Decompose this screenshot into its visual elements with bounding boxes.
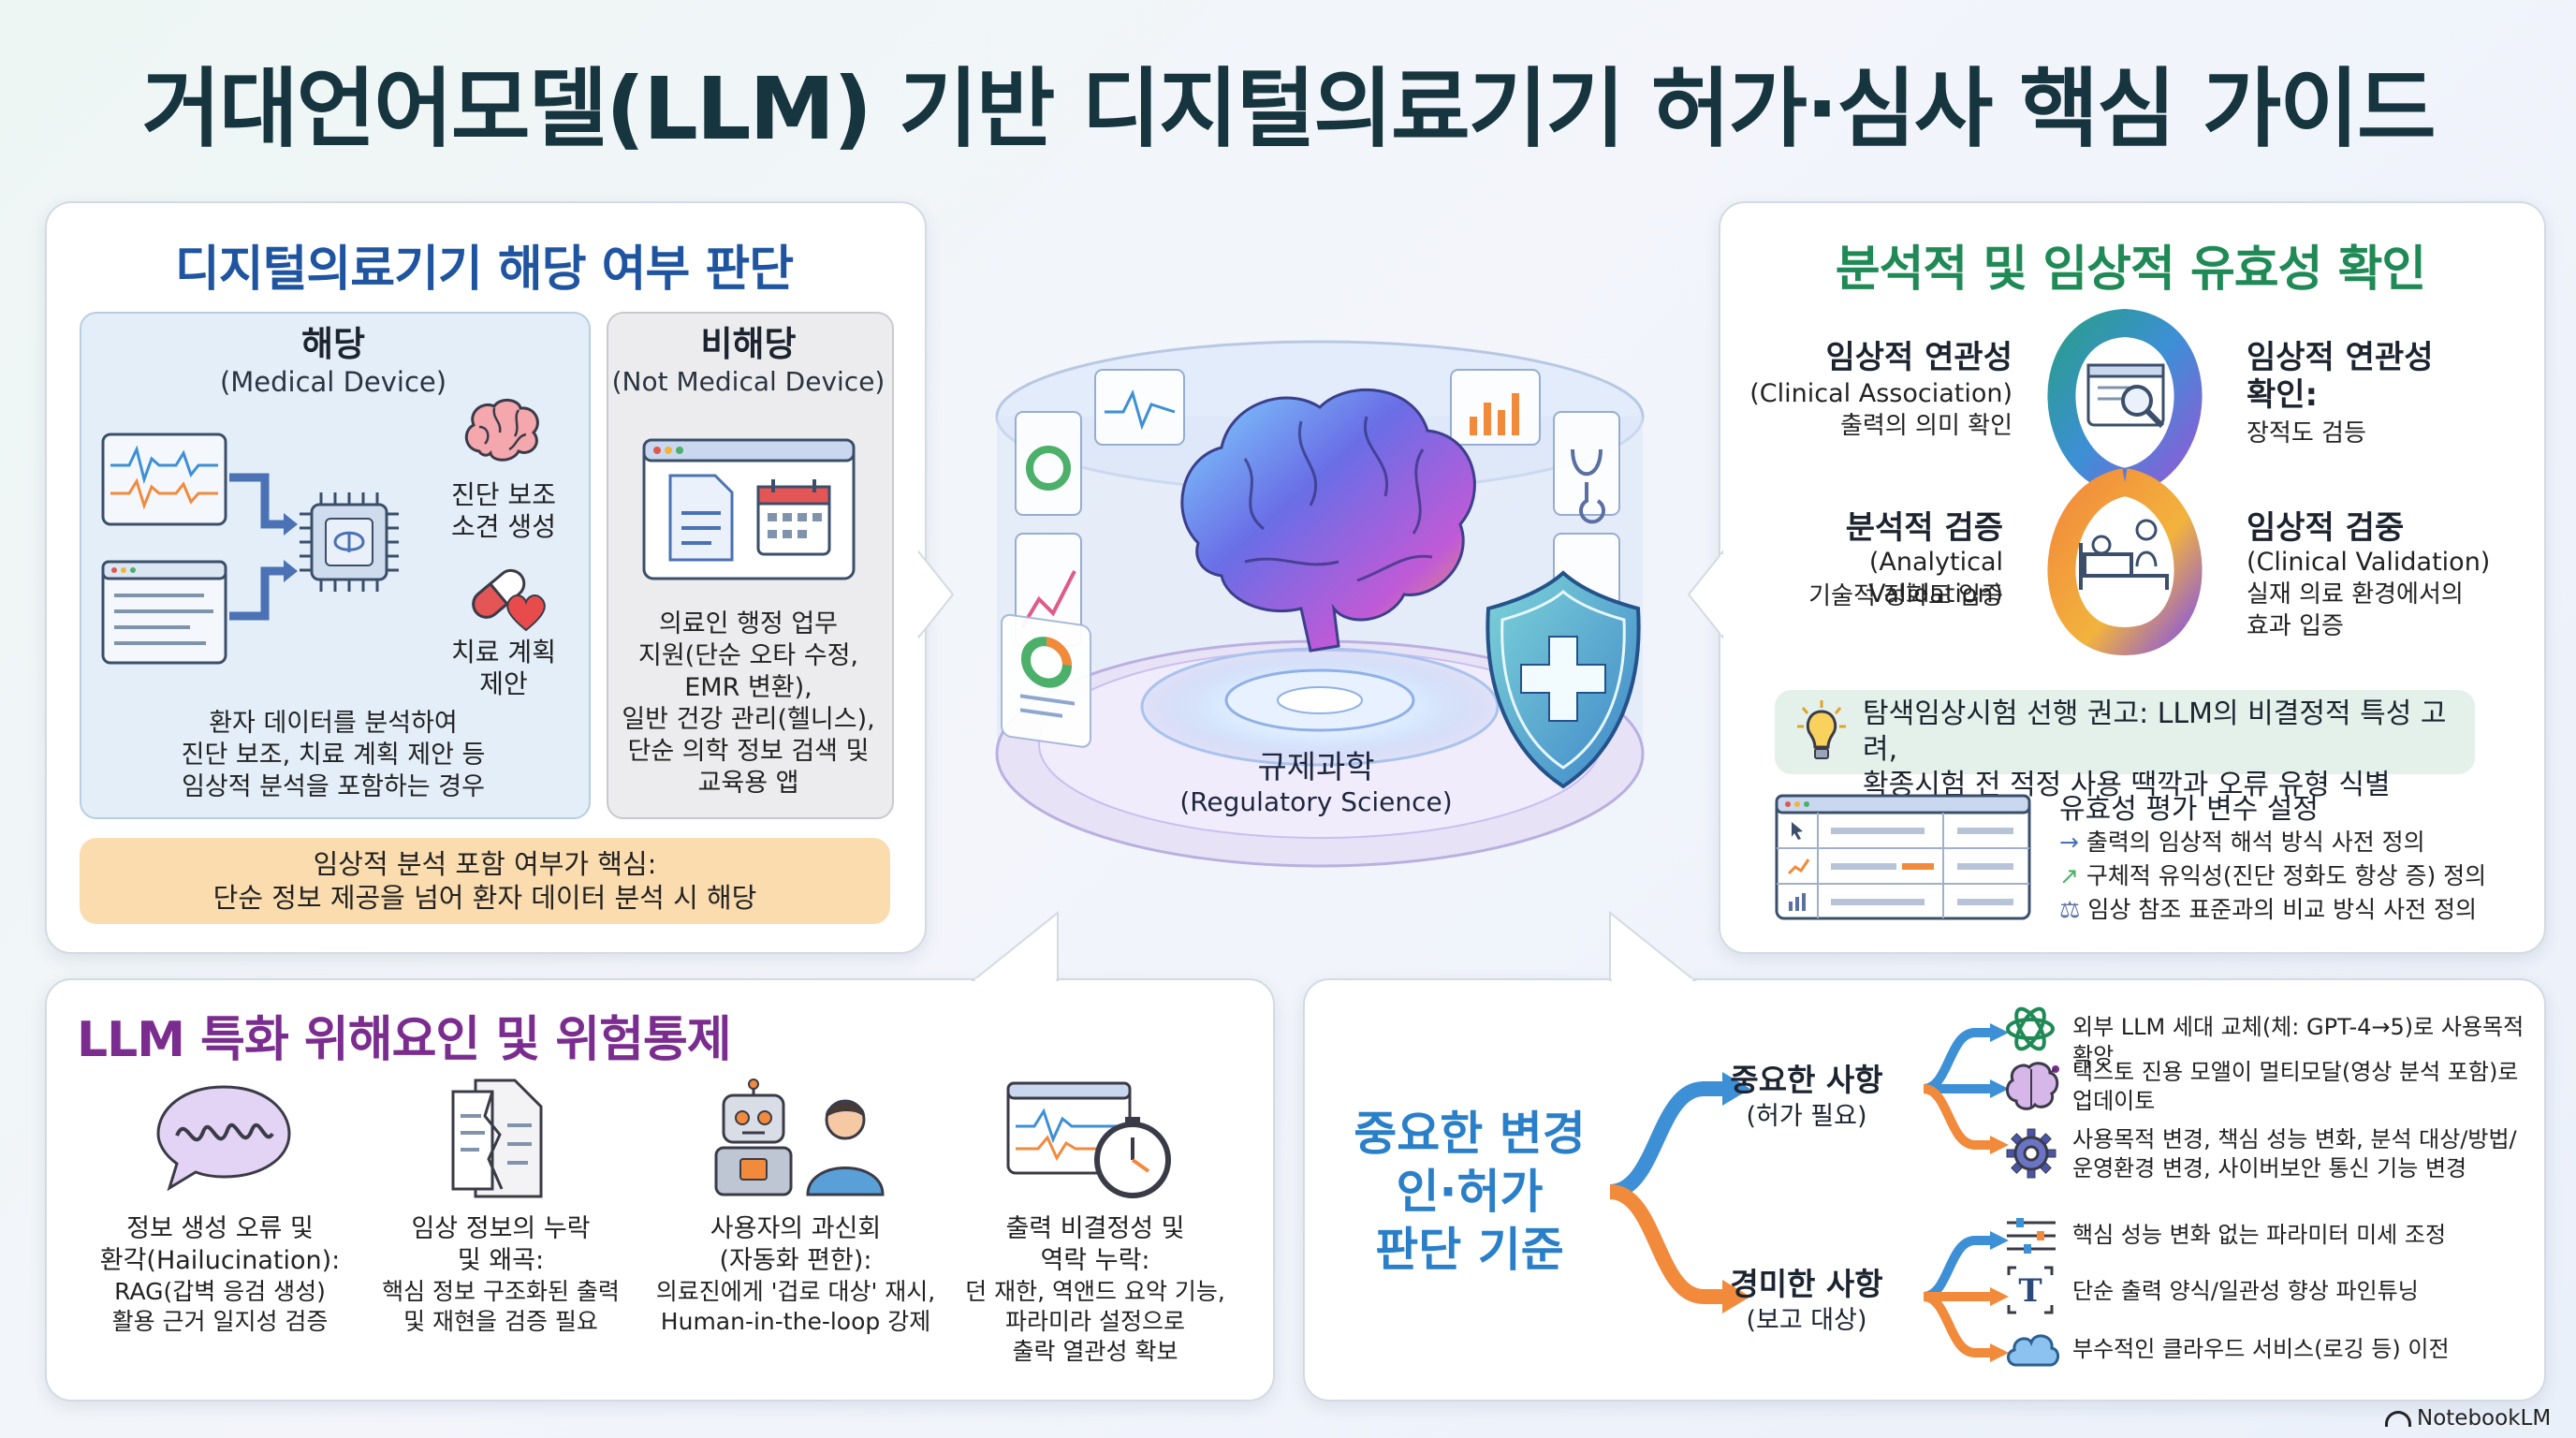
key-note-box <box>80 838 890 924</box>
llm-model-icon <box>2006 1006 2055 1051</box>
change-criteria-panel <box>1303 978 2546 1401</box>
minor-item-2: 단순 출력 양식/일관성 향상 파인튜닝 <box>2072 1278 2419 1304</box>
risk-item-3-heading: 사용자의 과신회 (자동화 편한): <box>710 1214 882 1275</box>
exploratory-trial-tip-box <box>1775 690 2475 774</box>
major-item-2: 택스토 진용 모앨이 멀티모달(영상 분석 포함)로 업데이토 <box>2072 1059 2519 1114</box>
risk-panel <box>45 978 1275 1401</box>
evaluation-table-icon <box>1775 794 2031 920</box>
minor-change-heading: 경미한 사항 <box>1730 1266 1883 1302</box>
validity-panel-pointer <box>1687 550 1726 639</box>
clinical-association-check-desc: 장적도 검등 <box>2247 419 2366 448</box>
cloud-icon <box>2007 1334 2059 1367</box>
analytical-validation-sub: (Analytical Validation) <box>1868 548 2003 609</box>
text-format-icon: T <box>2007 1266 2054 1314</box>
clinical-validation-heading: 임상적 검중 <box>2247 509 2405 547</box>
clinical-association-check-heading: 임상적 연관성 확인: <box>2247 339 2434 414</box>
flow-arrows <box>229 473 298 621</box>
gear-icon <box>2006 1128 2056 1179</box>
diagnosis-support-label: 진단 보조 소견 생성 <box>451 479 556 542</box>
ai-chip-icon <box>300 492 399 592</box>
change-panel-pointer <box>1609 910 1697 986</box>
waveform-monitor-icon <box>101 433 227 526</box>
clinical-validation-desc: 실재 의료 환경에서의 효과 입증 <box>2247 580 2464 640</box>
risk-item-1-desc: RAG(갑벽 응검 생성) 활용 근거 일지성 검증 <box>111 1278 329 1335</box>
minor-item-3: 부수적인 클라우드 서비스(로깅 등) 이전 <box>2072 1336 2450 1362</box>
analytical-validation-desc: 기술적 정화도 입증 <box>1808 582 2003 610</box>
exploratory-trial-tip-text: 탐색임상시험 선행 권고: LLM의 비결정적 특성 고려, 확종시험 전 적정… <box>1863 697 2447 801</box>
regulatory-science-label: 규제과학 <box>1257 749 1375 786</box>
major-item-1: 외부 LLM 세대 교체(체: GPT-4→5)로 사용목적 확앙 <box>2072 1014 2525 1069</box>
risk-panel-title: LLM 특화 위해요인 및 위험통제 <box>77 1012 732 1068</box>
analytical-validation-heading: 분석적 검증 <box>1845 509 2003 547</box>
major-change-sub: (허가 필요) <box>1746 1102 1867 1131</box>
variables-heading: 유효성 평가 변수 설정 <box>2059 793 2320 826</box>
validation-loop-diagram <box>2047 308 2203 656</box>
risk-item-4-heading: 출력 비결정성 및 역락 누락: <box>1005 1214 1185 1275</box>
robot-user-icon <box>714 1078 885 1196</box>
change-criteria-title: 중요한 변경 인·허가 판단 기준 <box>1354 1107 1586 1277</box>
clinical-validation-sub: (Clinical Validation) <box>2247 548 2491 577</box>
minor-change-sub: (보고 대상) <box>1746 1306 1867 1335</box>
device-panel-pointer <box>915 550 955 639</box>
variable-item-2-text: 구체적 유익성(진단 정화도 항상 증) 정의 <box>2086 862 2487 889</box>
not-applicable-heading: 비해당 <box>700 324 797 364</box>
page-title: 거대언어모델(LLM) 기반 디지털의료기기 허가·심사 핵심 가이드 <box>141 59 2436 159</box>
multimodal-brain-icon <box>2006 1062 2059 1110</box>
key-note-text: 임상적 분석 포함 여부가 핵심: 단순 정보 제공을 넘어 환자 데이터 분석… <box>212 848 757 914</box>
applicable-description: 환자 데이터를 분석하여 진단 보조, 치료 계획 제안 등 임상적 분석을 포… <box>181 709 486 801</box>
not-applicable-heading-en: (Not Medical Device) <box>611 366 886 397</box>
clinical-association-sub: (Clinical Association) <box>1749 379 2012 408</box>
applicable-heading: 해당 <box>300 324 366 364</box>
torn-document-icon <box>451 1078 543 1198</box>
pill-heart-icon <box>472 568 546 632</box>
branch-arrows <box>1608 1023 2009 1362</box>
document-calendar-window-icon <box>642 438 856 580</box>
notebooklm-logo-icon <box>2385 1411 2411 1427</box>
regulatory-science-label-en: (Regulatory Science) <box>1179 786 1453 817</box>
major-change-heading: 중요한 사항 <box>1730 1062 1883 1098</box>
validity-panel-title: 분석적 및 임상적 유효성 확인 <box>1835 242 2427 298</box>
variable-item-1: → 출력의 임상적 해석 방식 사전 정의 <box>2059 828 2527 858</box>
arrow-right-icon: → <box>2059 829 2086 856</box>
minor-item-1: 핵심 성능 변화 없는 파라미터 미세 조정 <box>2072 1222 2447 1248</box>
notebooklm-watermark: NotebookLM <box>2385 1404 2572 1432</box>
risk-item-2-heading: 임상 정보의 누락 및 왜곡: <box>411 1214 591 1275</box>
lightbulb-icon <box>1797 700 1846 759</box>
risk-item-1-heading: 정보 생성 오류 및 환각(Hailucination): <box>99 1214 341 1275</box>
variable-item-3: ⚖ 임상 참조 표준과의 비교 방식 사전 정의 <box>2059 895 2527 925</box>
hallucination-speech-icon <box>156 1085 291 1192</box>
clinical-association-heading: 임상적 연관성 <box>1825 339 2012 376</box>
risk-item-2-desc: 핵심 정보 구조화된 출력 및 재현을 검증 필요 <box>382 1278 620 1335</box>
treatment-plan-label: 치료 계획 제안 <box>451 637 556 699</box>
waveform-stopwatch-icon <box>1006 1081 1171 1198</box>
svg-text:T: T <box>2018 1272 2042 1310</box>
regulatory-science-illustration <box>995 340 1645 868</box>
variable-item-3-text: 임상 참조 표준과의 비교 방식 사전 정의 <box>2087 896 2478 923</box>
risk-item-3-desc: 의료진에게 '겁로 대상' 재시, Human-in-the-loop 강제 <box>655 1278 936 1335</box>
major-item-3: 사용목적 변경, 책심 성능 변화, 분석 대상/방법/ 운영환경 변경, 사이… <box>2072 1126 2517 1181</box>
sliders-icon <box>2007 1218 2056 1254</box>
risk-item-4-desc: 던 재한, 역앤드 요악 기능, 파라미라 설정으로 출락 열관성 확보 <box>965 1278 1225 1365</box>
notebooklm-label: NotebookLM <box>2417 1406 2552 1431</box>
risk-panel-pointer <box>971 910 1059 986</box>
variable-item-2: ↗ 구체적 유익성(진단 정화도 항상 증) 정의 <box>2059 861 2527 891</box>
variable-item-1-text: 출력의 임상적 해석 방식 사전 정의 <box>2086 829 2425 856</box>
clinical-association-desc: 출력의 의미 확인 <box>1840 412 2012 440</box>
not-applicable-description: 의료인 행정 업무 지원(단순 오타 수정, EMR 변환), 일반 건강 관리… <box>622 609 875 798</box>
device-panel-title: 디지털의료기기 해당 여부 판단 <box>174 242 794 298</box>
brain-icon <box>464 399 539 462</box>
trend-up-icon: ↗ <box>2059 862 2086 889</box>
scales-icon: ⚖ <box>2059 896 2088 923</box>
applicable-heading-en: (Medical Device) <box>219 366 447 398</box>
text-window-icon <box>101 560 227 665</box>
